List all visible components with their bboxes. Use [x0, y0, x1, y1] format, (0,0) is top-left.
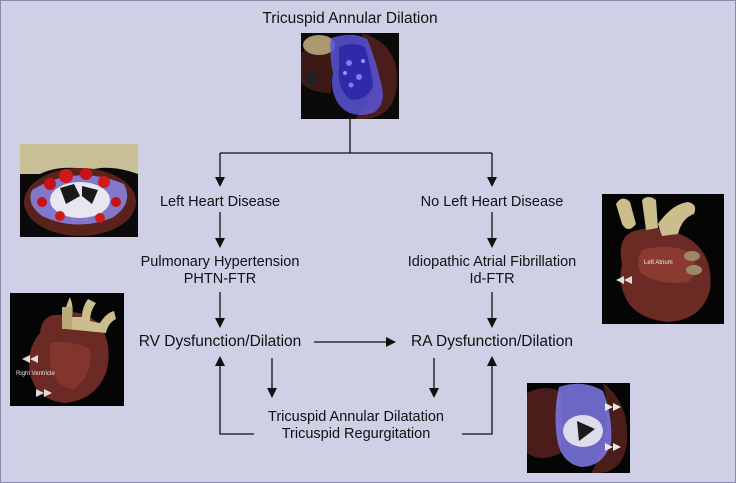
feedback-to-ra — [462, 356, 497, 435]
tricuspid-regurgitation-label: Tricuspid Regurgitation — [281, 426, 431, 442]
regurgitation-image — [527, 383, 630, 473]
diagram-title: Tricuspid Annular Dilation — [262, 10, 438, 27]
left-heart-disease-label: Left Heart Disease — [159, 194, 281, 210]
annulus-3d-image — [301, 33, 399, 119]
id-ftr-label: Id-FTR — [469, 271, 515, 287]
atrial-fibrillation-label: Idiopathic Atrial Fibrillation — [407, 254, 577, 270]
ra-dysfunction-label: RA Dysfunction/Dilation — [411, 333, 573, 350]
left-atrium-image: Left Atrium — [602, 194, 724, 324]
right-ventricle-caption: Right Ventricle — [16, 371, 55, 377]
no-left-heart-disease-label: No Left Heart Disease — [420, 194, 564, 210]
left-atrium-caption: Left Atrium — [644, 260, 673, 266]
feedback-to-rv — [215, 356, 254, 435]
valve-top-view-image — [20, 144, 138, 237]
right-ventricle-image: Right Ventricle — [10, 293, 124, 406]
phtn-ftr-label: PHTN-FTR — [183, 271, 257, 287]
pulmonary-hypertension-label: Pulmonary Hypertension — [140, 254, 300, 270]
annular-dilatation-label: Tricuspid Annular Dilatation — [268, 409, 444, 425]
rv-dysfunction-label: RV Dysfunction/Dilation — [138, 333, 302, 350]
